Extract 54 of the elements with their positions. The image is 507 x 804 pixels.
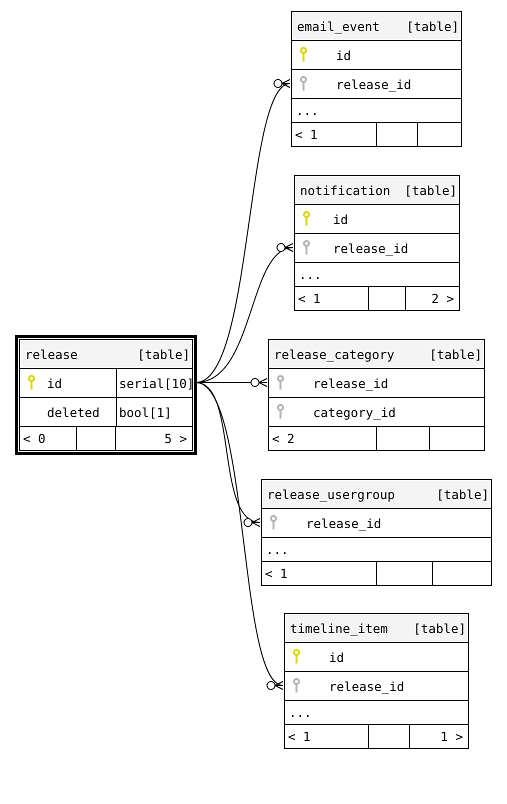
table-box bbox=[291, 11, 462, 147]
table-type: [table] bbox=[137, 346, 190, 362]
column-name: deleted bbox=[47, 404, 100, 420]
table-box bbox=[261, 479, 492, 586]
footer-row bbox=[269, 426, 484, 450]
table-name: timeline_item bbox=[290, 620, 388, 636]
row-count: < 1 bbox=[287, 728, 312, 746]
column-name: category_id bbox=[313, 404, 396, 420]
column-name: ... bbox=[299, 267, 322, 282]
footer-row bbox=[292, 122, 461, 146]
column-name: release_id bbox=[329, 678, 404, 694]
table-box bbox=[294, 175, 460, 311]
relationship-line bbox=[196, 382, 286, 690]
table-name: email_event bbox=[297, 18, 380, 34]
table-box bbox=[268, 339, 485, 451]
column-name: id bbox=[336, 48, 352, 62]
row-count: < 1 bbox=[294, 126, 319, 144]
column-row bbox=[20, 397, 192, 426]
column-name: release_id bbox=[306, 516, 382, 530]
footer-row bbox=[295, 286, 459, 310]
column-name: ... bbox=[289, 705, 312, 720]
table-name: release_usergroup bbox=[267, 486, 395, 502]
table-type: [table] bbox=[406, 18, 459, 34]
relationship-line bbox=[196, 80, 292, 383]
column-name: release_id bbox=[333, 240, 408, 256]
table-type: [table] bbox=[413, 620, 466, 636]
table-type: [table] bbox=[429, 346, 482, 362]
row-count: < 2 bbox=[271, 430, 296, 448]
table-type: [table] bbox=[436, 486, 489, 502]
column-name: id bbox=[333, 212, 348, 226]
column-type: bool[1] bbox=[116, 398, 192, 426]
table-name: release bbox=[25, 346, 78, 362]
footer-row bbox=[262, 561, 491, 585]
child-count: 1 > bbox=[439, 728, 464, 746]
table-type: [table] bbox=[404, 182, 457, 198]
column-name: ... bbox=[296, 103, 319, 118]
column-name: id bbox=[329, 650, 344, 664]
column-name: id bbox=[47, 376, 62, 390]
column-name: ... bbox=[266, 542, 289, 557]
column-name: release_id bbox=[313, 376, 388, 390]
row-count: < 1 bbox=[264, 565, 289, 583]
column-name: release_id bbox=[336, 76, 412, 92]
row-count: < 1 bbox=[297, 290, 322, 308]
column-type: serial[10] bbox=[116, 369, 194, 397]
column-row bbox=[20, 368, 192, 397]
child-count: 5 > bbox=[163, 430, 188, 448]
footer-row bbox=[285, 724, 468, 748]
footer-row bbox=[20, 426, 192, 450]
row-count: < 0 bbox=[22, 430, 47, 448]
relationship-line bbox=[196, 378, 268, 387]
table-box bbox=[284, 613, 469, 749]
table-name: release_category bbox=[274, 346, 394, 362]
table-name: notification bbox=[300, 182, 390, 198]
child-count: 2 > bbox=[430, 290, 455, 308]
